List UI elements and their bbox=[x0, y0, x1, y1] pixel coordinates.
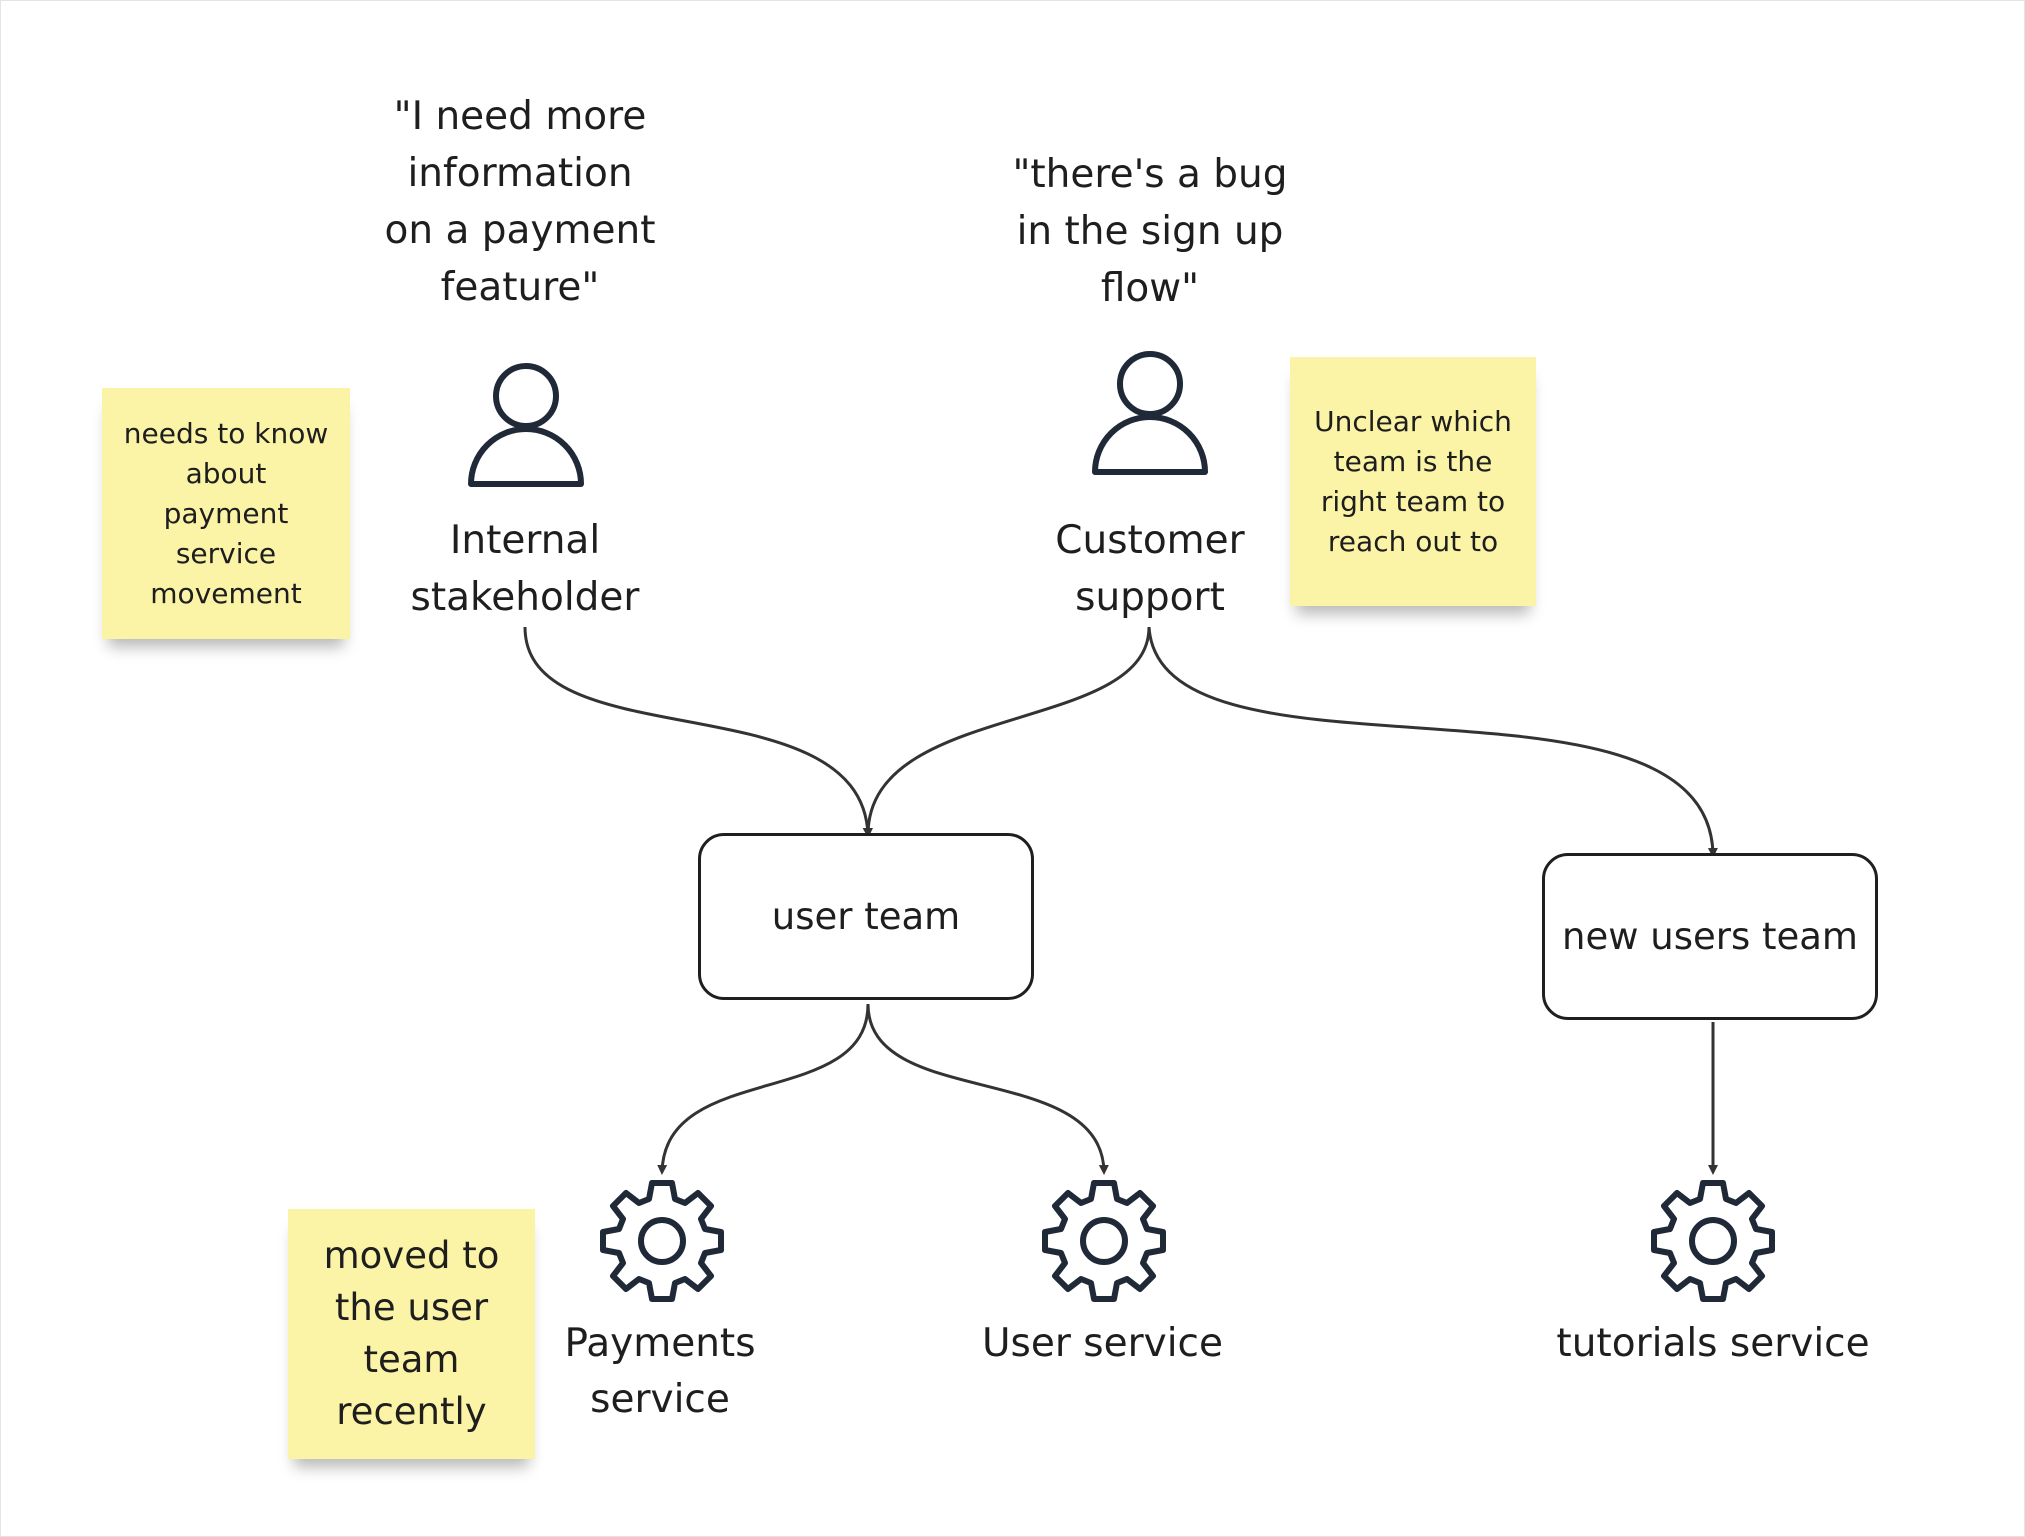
service-label-tutorials: tutorials service bbox=[1556, 1321, 1870, 1366]
service-label-user: User service bbox=[982, 1321, 1223, 1366]
person-icon bbox=[468, 363, 584, 487]
service-label-payments: Payments service bbox=[564, 1321, 756, 1422]
connector-support-to-user-team bbox=[863, 626, 1151, 838]
user-team-label: user team bbox=[771, 895, 961, 938]
sticky-note-support[interactable]: Unclear which team is the right team to … bbox=[1290, 357, 1536, 606]
support-quote: "there's a bug in the sign up flow" bbox=[1012, 152, 1288, 311]
sticky-note-payments[interactable]: moved to the user team recently bbox=[288, 1209, 535, 1459]
user-team-box[interactable]: user team bbox=[698, 833, 1034, 1000]
actor-label-customer-support: Customer support bbox=[1055, 518, 1245, 620]
gear-icon bbox=[1651, 1180, 1775, 1302]
new-users-team-box[interactable]: new users team bbox=[1542, 853, 1878, 1020]
new-users-team-label: new users team bbox=[1562, 915, 1858, 958]
connector-user-team-to-payments bbox=[657, 1003, 870, 1175]
gear-icon bbox=[600, 1180, 724, 1302]
connector-support-to-new-users-team bbox=[1147, 626, 1718, 858]
sticky-note-stakeholder[interactable]: needs to know about payment service move… bbox=[102, 388, 350, 639]
connector-user-team-to-user-service bbox=[866, 1003, 1109, 1175]
stakeholder-quote: "I need more information on a payment fe… bbox=[384, 94, 656, 310]
connector-stakeholder-to-user-team bbox=[523, 626, 873, 838]
actor-label-internal-stakeholder: Internal stakeholder bbox=[410, 518, 640, 620]
person-icon bbox=[1092, 351, 1208, 475]
gear-icon bbox=[1042, 1180, 1166, 1302]
